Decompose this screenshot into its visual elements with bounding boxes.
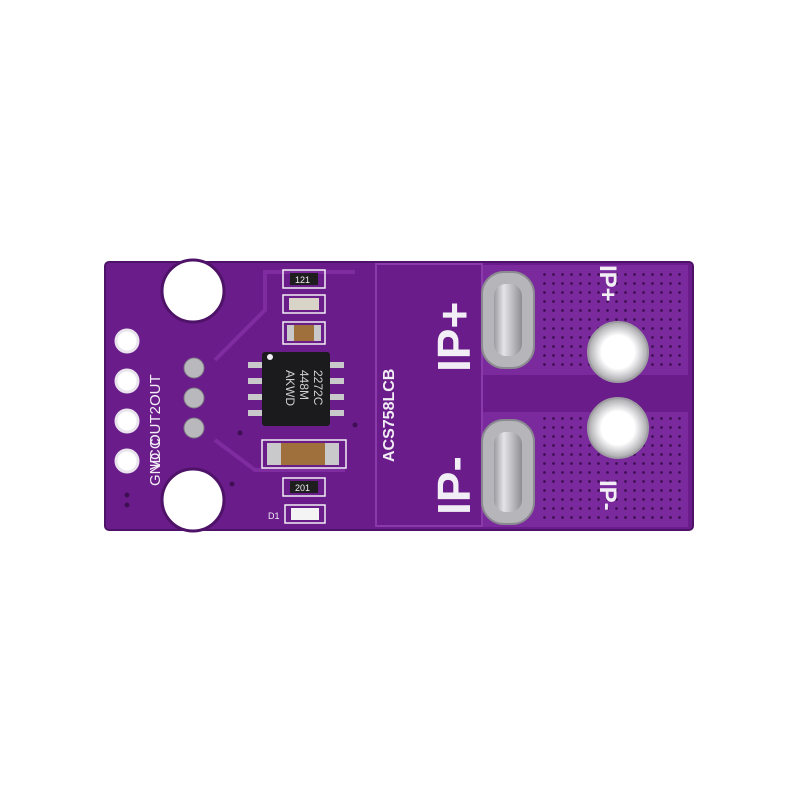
header-hole-4 bbox=[114, 448, 140, 474]
pin-label-out: OUT bbox=[147, 374, 164, 406]
pin-label-out2: OUT2 bbox=[147, 406, 164, 446]
capacitor-top bbox=[289, 298, 319, 310]
pcb-edge bbox=[104, 261, 694, 531]
header-hole-2 bbox=[114, 368, 140, 394]
sensor-terminal-bottom-bend bbox=[494, 432, 522, 512]
solder-joint-3 bbox=[183, 417, 205, 439]
pin-label-gnd: GND bbox=[147, 453, 164, 487]
capacitor-top-outline bbox=[282, 294, 326, 314]
led-d1 bbox=[291, 508, 319, 520]
solder-joint-2 bbox=[183, 387, 205, 409]
capacitor-2-pad-right bbox=[314, 325, 321, 341]
via bbox=[352, 422, 358, 428]
header-hole-1 bbox=[114, 328, 140, 354]
model-label: ACS758LCB bbox=[381, 369, 398, 462]
capacitor-2-pad-left bbox=[287, 325, 294, 341]
via bbox=[124, 502, 130, 508]
trace bbox=[213, 270, 355, 362]
mounting-hole-bottom bbox=[160, 467, 226, 533]
pin-label-vcc: VCC bbox=[147, 438, 164, 470]
via bbox=[237, 430, 243, 436]
capacitor-large-pad-right bbox=[325, 443, 339, 465]
resistor-r1-marking: 121 bbox=[295, 275, 310, 285]
chip-marking-line2: 448M bbox=[297, 370, 311, 400]
terminal-label-positive-small: IP+ bbox=[594, 265, 621, 302]
mounting-hole-top bbox=[160, 258, 226, 324]
terminal-pad-positive-hole bbox=[601, 335, 635, 369]
capacitor-large bbox=[281, 443, 325, 465]
capacitor-large-pad-left bbox=[267, 443, 281, 465]
resistor-r1 bbox=[290, 273, 318, 285]
capacitor-2-outline bbox=[282, 321, 326, 345]
capacitor-large-outline bbox=[261, 439, 347, 469]
terminal-pad-negative-hole bbox=[601, 411, 635, 445]
resistor-r2-marking: 201 bbox=[295, 483, 310, 493]
resistor-r2-outline bbox=[282, 477, 326, 497]
resistor-r1-outline bbox=[282, 269, 326, 289]
terminal-label-positive: IP+ bbox=[428, 302, 480, 372]
trace bbox=[213, 438, 345, 472]
ic-chip bbox=[248, 352, 344, 426]
via bbox=[124, 492, 130, 498]
terminal-label-negative-small: IP- bbox=[594, 480, 621, 511]
header-hole-3 bbox=[114, 408, 140, 434]
solder-joint-1 bbox=[183, 357, 205, 379]
silk-outline bbox=[375, 263, 483, 527]
chip-marking-line1: 2272C bbox=[311, 370, 325, 406]
led-label: D1 bbox=[268, 511, 280, 521]
capacitor-2 bbox=[294, 325, 314, 341]
sensor-terminal-top-bend bbox=[494, 284, 522, 356]
terminal-label-negative: IP- bbox=[428, 456, 480, 515]
chip-marking-line3: AKWD bbox=[283, 370, 297, 406]
via bbox=[229, 481, 235, 487]
resistor-r2 bbox=[290, 481, 318, 493]
led-outline bbox=[284, 504, 326, 524]
